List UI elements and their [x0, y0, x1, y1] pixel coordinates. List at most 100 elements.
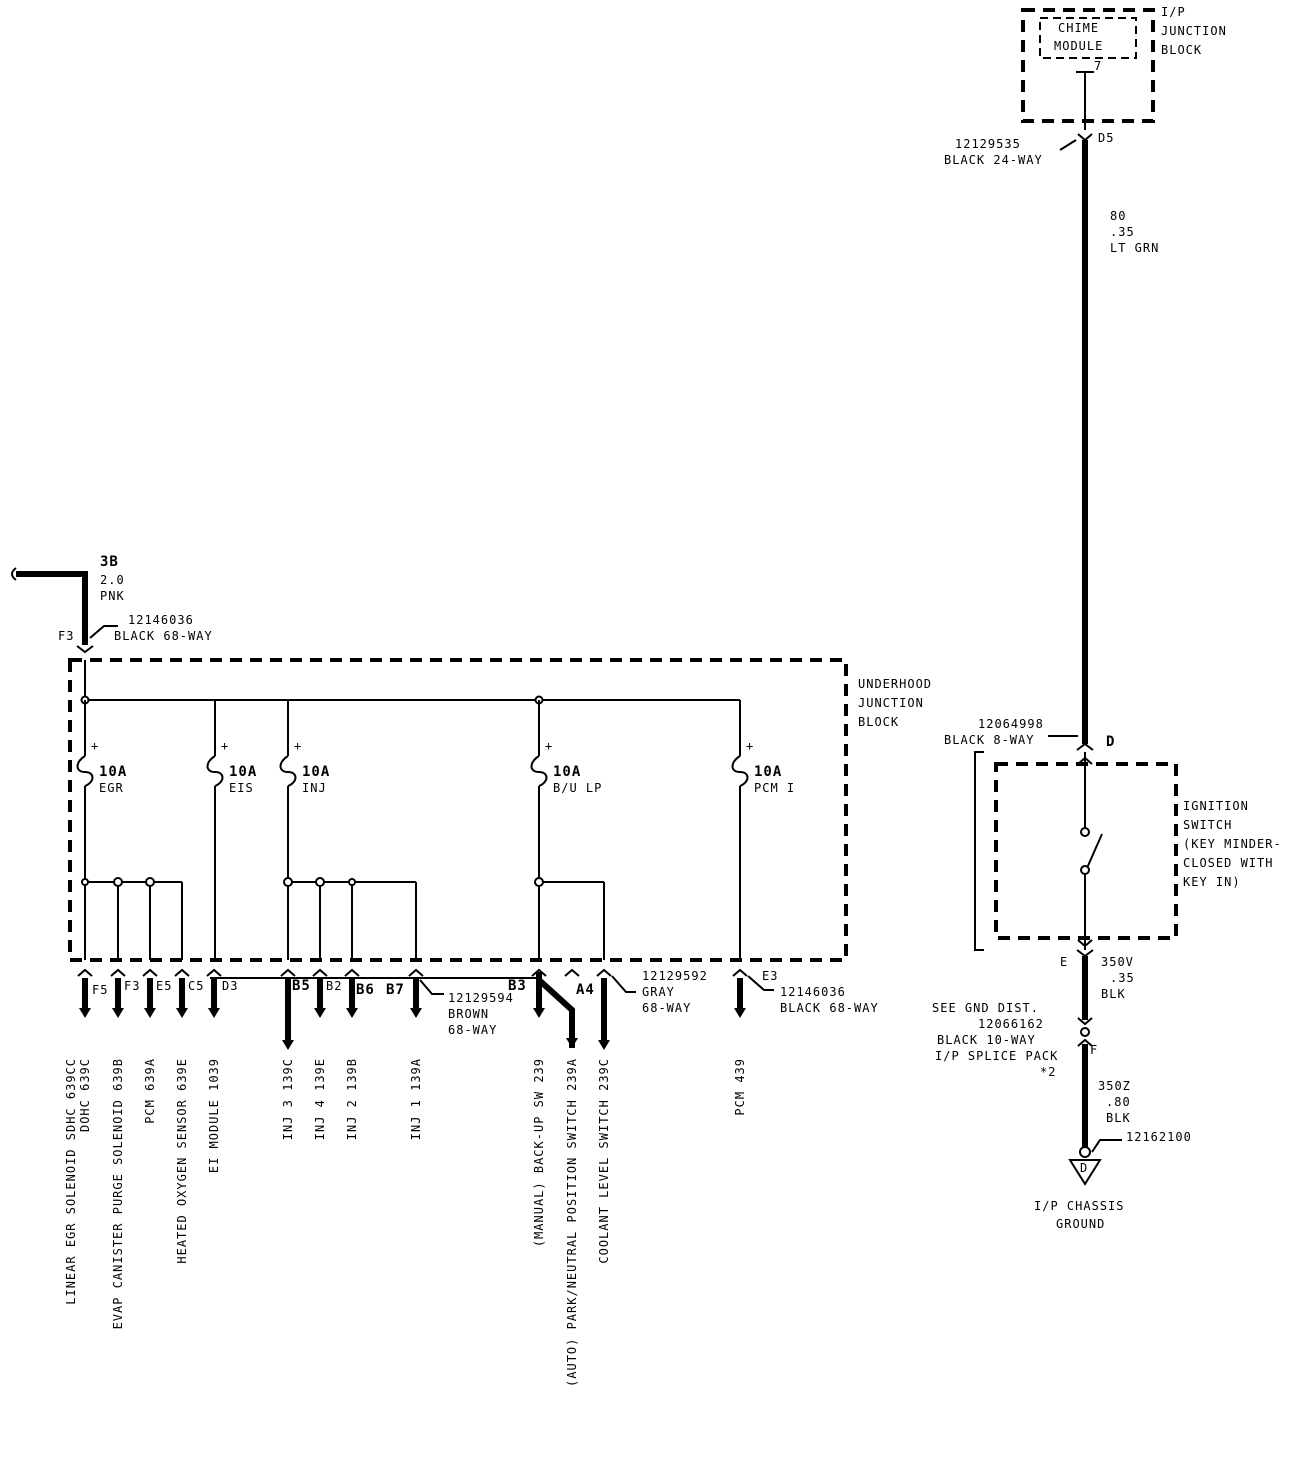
fuse-plus: + — [545, 739, 553, 753]
underhood-title-1: UNDERHOOD — [858, 677, 932, 691]
ignition-bracket — [974, 751, 984, 951]
brown-way: 68-WAY — [448, 1023, 497, 1037]
fuse-rating: 10A — [553, 764, 581, 780]
splice-chevron-top — [1077, 1017, 1093, 1026]
underhood-title-2: JUNCTION — [858, 696, 924, 710]
ground-label-1: I/P CHASSIS — [1034, 1199, 1124, 1213]
brown-connector: 12129594 BROWN 68-WAY — [419, 979, 514, 1037]
output-pin: F3 — [124, 979, 140, 993]
chime-module-pin: 7 — [1094, 59, 1102, 73]
output-coolant: COOLANT LEVEL SWITCH 239C — [596, 968, 612, 1264]
fuse-rating: 10A — [302, 764, 330, 780]
output-chevron — [206, 968, 222, 977]
ignition-switch: IGNITION SWITCH (KEY MINDER- CLOSED WITH… — [974, 751, 1281, 951]
output-chevron — [110, 968, 126, 977]
ground-eyelet — [1079, 1146, 1091, 1158]
wire-80-color: LT GRN — [1110, 241, 1159, 255]
splice-text-3: BLACK 10-WAY — [937, 1033, 1036, 1047]
output-b3: B3(MANUAL) BACK-UP SW 239 — [508, 968, 547, 1247]
output-arrow — [533, 1008, 545, 1018]
output-arrow — [112, 1008, 124, 1018]
feed-chevron — [76, 645, 94, 654]
output-chevron — [564, 968, 580, 977]
underhood-junction-block: UNDERHOOD JUNCTION BLOCK +10AEGR+10AEIS+… — [68, 658, 932, 962]
ignition-title-1: IGNITION — [1183, 799, 1249, 813]
wire-80-circuit: 80 — [1110, 209, 1126, 223]
wire-350z-color: BLK — [1106, 1111, 1131, 1125]
output-label: LINEAR EGR SOLENOID SDHC 639CC — [64, 1058, 78, 1305]
ignition-bottom-chevron — [1076, 949, 1094, 958]
output-label: PCM 639A — [143, 1058, 157, 1124]
ignition-top-chevron — [1076, 742, 1094, 751]
output-label: (AUTO) PARK/NEUTRAL POSITION SWITCH 239A — [565, 1058, 579, 1387]
output-pin: C5 — [188, 979, 204, 993]
ignition-connector-part: 12064998 — [978, 717, 1044, 731]
output-pin: B5 — [292, 978, 311, 994]
output-chevron — [732, 968, 748, 977]
ground-symbol-letter: D — [1080, 1161, 1088, 1175]
ignition-bottom-pin: E — [1060, 955, 1068, 969]
gray-leader — [611, 975, 636, 993]
output-chevron — [531, 968, 547, 977]
black-connector: 12146036 BLACK 68-WAY — [747, 975, 878, 1015]
underhood-title-3: BLOCK — [858, 715, 899, 729]
output-pin: F5 — [92, 983, 108, 997]
output-pin: D3 — [222, 979, 238, 993]
d5-connector-part: 12129535 — [955, 137, 1021, 151]
output-label: PCM 439 — [733, 1058, 747, 1116]
bu-node — [534, 877, 544, 887]
output-label: INJ 4 139E — [313, 1058, 327, 1140]
fuse-plus: + — [294, 739, 302, 753]
d5-pin: D5 — [1098, 131, 1114, 145]
output-pin: B2 — [326, 979, 342, 993]
wire-350z-circuit: 350Z — [1098, 1079, 1131, 1093]
output-pin: E5 — [156, 979, 172, 993]
chime-module-label-1: CHIME — [1058, 21, 1099, 35]
feed-gauge: 2.0 — [100, 573, 125, 587]
output-arrow — [734, 1008, 746, 1018]
output-label: (MANUAL) BACK-UP SW 239 — [532, 1058, 546, 1247]
underhood-block-outline — [68, 658, 848, 962]
splice-point — [1080, 1027, 1090, 1037]
output-label: EVAP CANISTER PURGE SOLENOID 639B — [111, 1058, 125, 1329]
output-pin: A4 — [576, 982, 595, 998]
fuse-plus: + — [221, 739, 229, 753]
fuse-name: INJ — [302, 781, 327, 795]
feed-break-symbol — [11, 567, 17, 581]
inj-node-2 — [315, 877, 325, 887]
ignition-connector-desc: BLACK 8-WAY — [944, 733, 1034, 747]
output-arrow — [144, 1008, 156, 1018]
ground-label-2: GROUND — [1056, 1217, 1105, 1231]
splice-pin: F — [1090, 1043, 1098, 1057]
output-pin: B6 — [356, 982, 375, 998]
splice-text-4: I/P SPLICE PACK — [935, 1049, 1058, 1063]
wire-80-gauge: .35 — [1110, 225, 1135, 239]
ignition-top-connector: 12064998 BLACK 8-WAY D — [944, 717, 1114, 751]
brown-leader — [419, 979, 444, 995]
output-chevron — [142, 968, 158, 977]
fuse-symbol — [76, 755, 94, 787]
egr-node-2 — [113, 877, 123, 887]
brown-part: 12129594 — [448, 991, 514, 1005]
fuse-symbol — [731, 755, 749, 787]
brown-color: BROWN — [448, 1007, 489, 1021]
ignition-title-5: KEY IN) — [1183, 875, 1241, 889]
splice-text-2: 12066162 — [978, 1017, 1044, 1031]
fuse-name: EGR — [99, 781, 124, 795]
gray-connector: 12129592 GRAY 68-WAY — [611, 969, 707, 1015]
output-arrow — [598, 1040, 610, 1050]
output-chevron — [280, 968, 296, 977]
ip-junction-title-3: BLOCK — [1161, 43, 1202, 57]
battery-feed: 3B 2.0 PNK F3 12146036 BLACK 68-WAY — [11, 554, 212, 654]
d5-leader — [1059, 139, 1077, 151]
